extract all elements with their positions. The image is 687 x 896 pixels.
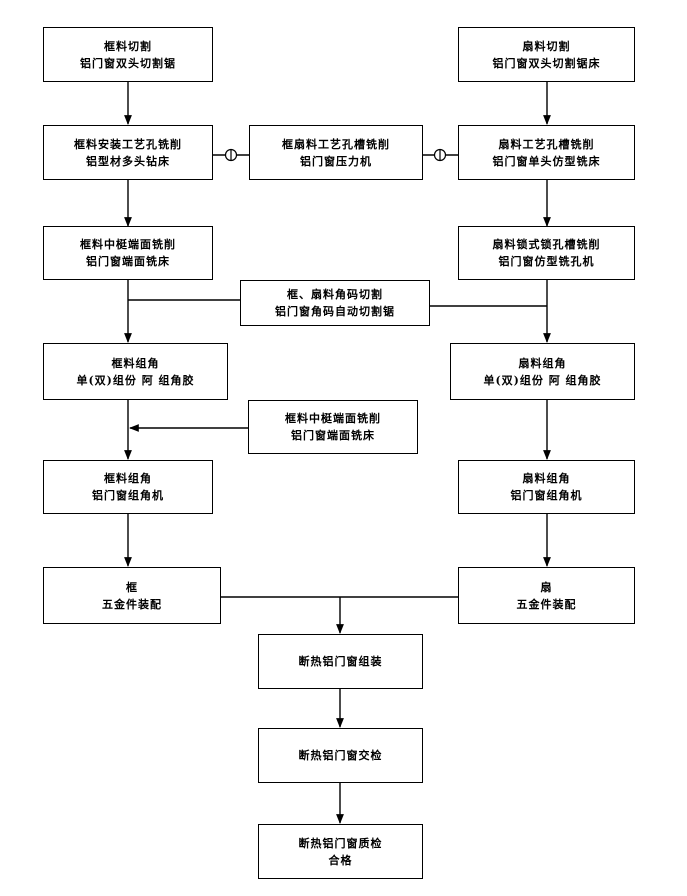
node-frame-corner2: 框料组角 铝门窗组角机: [43, 460, 213, 514]
node-line2: 合格: [328, 853, 353, 867]
node-frame-cut: 框料切割 铝门窗双头切割锯: [43, 27, 213, 82]
node-corner-cut: 框、扇料角码切割 铝门窗角码自动切割锯: [240, 280, 430, 326]
node-line2: 铝门窗组角机: [92, 489, 164, 502]
node-line1: 框料组角: [111, 356, 160, 370]
node-sash-corner2: 扇料组角 铝门窗组角机: [458, 460, 635, 514]
node-frame-corner1: 框料组角 单(双)组份 阿 组角胶: [43, 343, 228, 400]
node-assembly: 断热铝门窗组装: [258, 634, 423, 689]
node-line2: 五金件装配: [102, 597, 162, 611]
node-line2: 单(双)组份 阿 组角胶: [76, 373, 195, 387]
node-line2: 铝型材多头钻床: [86, 154, 170, 168]
node-line2: 铝门窗角码自动切割锯: [275, 305, 395, 318]
node-sash-corner1: 扇料组角 单(双)组份 阿 组角胶: [450, 343, 635, 400]
node-line2: 铝门窗双头切割锯: [80, 56, 176, 70]
node-frame-mullion: 框料中梃端面铣削 铝门窗端面铣床: [43, 226, 213, 280]
node-sash-cut: 扇料切割 铝门窗双头切割锯床: [458, 27, 635, 82]
node-line1: 框料组角: [104, 472, 152, 485]
node-line2: 铝门窗单头仿型铣床: [492, 154, 601, 168]
node-line1: 框料中梃端面铣削: [285, 412, 381, 425]
node-line1: 框料安装工艺孔铣削: [74, 137, 182, 151]
node-line1: 扇: [540, 580, 553, 594]
node-frame-sash-slot: 框扇料工艺孔槽铣削 铝门窗压力机: [249, 125, 423, 180]
node-line1: 断热铝门窗质检: [298, 836, 383, 850]
node-line2: 单(双)组份 阿 组角胶: [483, 373, 602, 387]
node-line1: 框: [126, 580, 138, 594]
node-qualified: 断热铝门窗质检 合格: [258, 824, 423, 879]
node-line1: 扇料锁式锁孔槽铣削: [492, 238, 601, 251]
node-line2: 铝门窗端面铣床: [291, 429, 375, 442]
node-sash-slot: 扇料工艺孔槽铣削 铝门窗单头仿型铣床: [458, 125, 635, 180]
node-line1: 断热铝门窗交检: [298, 749, 383, 762]
node-line1: 扇料组角: [518, 356, 567, 370]
node-line1: 扇料切割: [522, 39, 571, 53]
node-sash-lock: 扇料锁式锁孔槽铣削 铝门窗仿型铣孔机: [458, 226, 635, 280]
node-sash-hardware: 扇 五金件装配: [458, 567, 635, 624]
node-line2: 五金件装配: [516, 597, 577, 611]
node-line1: 框料中梃端面铣削: [80, 238, 176, 251]
node-line1: 扇料工艺孔槽铣削: [498, 137, 595, 151]
node-frame-hardware: 框 五金件装配: [43, 567, 221, 624]
node-line2: 铝门窗端面铣床: [86, 255, 170, 268]
node-inspection: 断热铝门窗交检: [258, 728, 423, 783]
node-line2: 铝门窗组角机: [510, 489, 583, 502]
node-line1: 框扇料工艺孔槽铣削: [282, 137, 390, 151]
node-line2: 铝门窗压力机: [300, 154, 372, 168]
node-line2: 铝门窗仿型铣孔机: [498, 255, 595, 268]
node-line2: 铝门窗双头切割锯床: [492, 56, 601, 70]
node-line1: 框、扇料角码切割: [287, 288, 383, 301]
node-mullion-mill: 框料中梃端面铣削 铝门窗端面铣床: [248, 400, 418, 454]
node-line1: 框料切割: [104, 39, 152, 53]
node-frame-drill: 框料安装工艺孔铣削 铝型材多头钻床: [43, 125, 213, 180]
node-line1: 断热铝门窗组装: [298, 655, 383, 668]
node-line1: 扇料组角: [522, 472, 571, 485]
